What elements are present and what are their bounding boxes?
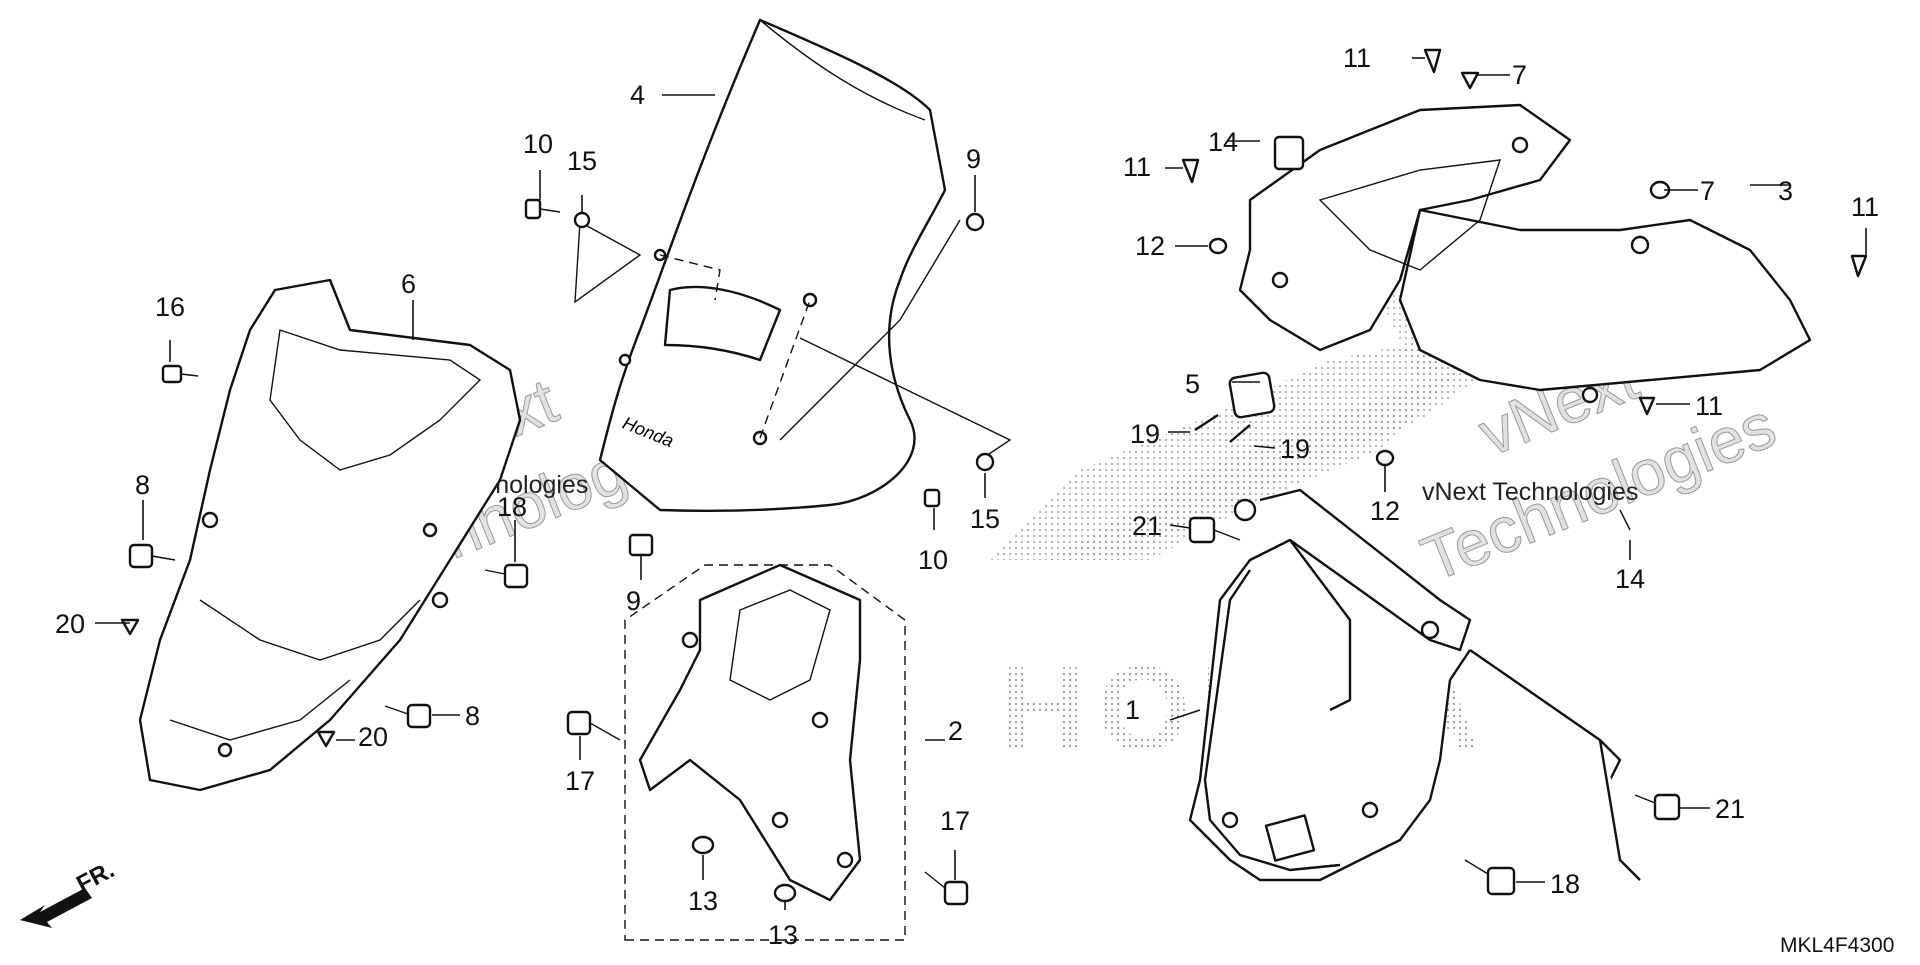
callout-15a: 15 [567,146,597,176]
callout-8b: 8 [465,701,480,731]
stay-frame [1188,488,1641,882]
windscreen: Honda [598,18,947,512]
callout-10b: 10 [918,545,948,575]
callout-4: 4 [630,80,645,110]
callout-11b: 11 [1123,152,1151,182]
inner-cover [1238,103,1812,404]
callout-15b: 15 [970,504,1000,534]
callout-1: 1 [1125,695,1140,725]
callout-10a: 10 [523,129,553,159]
callout-18a: 18 [497,492,527,522]
callout-9a: 9 [966,144,981,174]
callout-7b: 7 [1700,176,1715,206]
diagram-code: MKL4F4300 [1780,934,1894,957]
callout-11a: 11 [1343,43,1371,73]
callout-5: 5 [1185,369,1200,399]
watermark-inline-right: vNext Technologies [1422,478,1638,506]
callout-19b: 19 [1280,434,1310,464]
callout-16: 16 [155,292,185,322]
callout-21a: 21 [1132,511,1162,541]
front-cowl [138,278,522,792]
callout-14a: 14 [1208,127,1238,157]
callout-13a: 13 [688,886,718,916]
callout-2: 2 [948,716,963,746]
callout-21b: 21 [1715,794,1745,824]
callout-20b: 20 [358,722,388,752]
callout-17b: 17 [940,806,970,836]
callout-7a: 7 [1512,60,1527,90]
callout-17a: 17 [565,766,595,796]
callout-14b: 14 [1615,564,1645,594]
callout-labels: 1 2 3 4 5 6 7 7 8 8 9 9 10 10 11 11 11 1… [55,43,1879,950]
callout-8a: 8 [135,470,150,500]
callout-11c: 11 [1851,192,1879,222]
callout-19a: 19 [1130,419,1160,449]
front-direction-indicator: FR. [20,856,119,928]
leader-lines [95,57,1867,910]
callout-9b: 9 [626,586,641,616]
callout-13b: 13 [768,920,798,950]
callout-12a: 12 [1135,231,1165,261]
callout-12b: 12 [1370,496,1400,526]
front-arrow-icon [20,888,92,928]
callout-6: 6 [401,269,416,299]
callout-18b: 18 [1550,869,1580,899]
callout-11d: 11 [1695,391,1723,421]
callout-3: 3 [1778,176,1793,206]
callout-20a: 20 [55,609,85,639]
lower-cover [624,563,906,941]
fasteners [120,48,1868,906]
